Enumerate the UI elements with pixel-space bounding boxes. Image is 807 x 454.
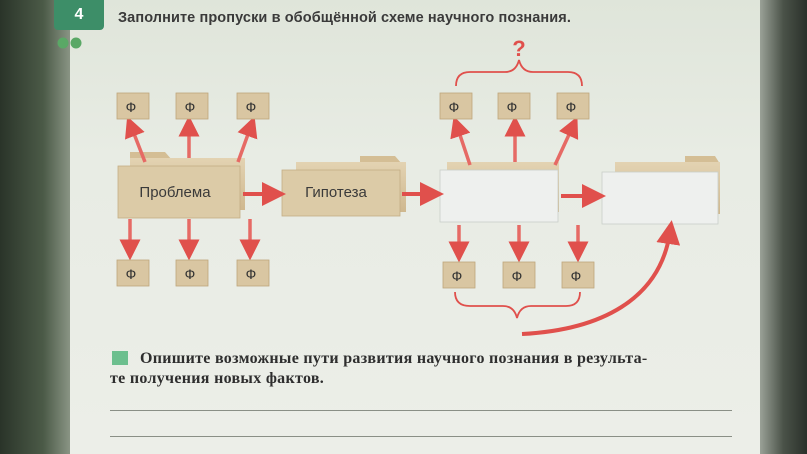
fact-folder: Ф: [175, 92, 209, 120]
question-mark: ?: [512, 36, 525, 61]
svg-text:Ф: Ф: [126, 266, 137, 282]
page-edge-shadow: [760, 0, 807, 454]
blank-box-2: [601, 156, 720, 225]
fact-folder: Ф: [116, 259, 150, 287]
arrow-problem-up-3: [236, 116, 258, 163]
svg-text:Ф: Ф: [185, 266, 196, 282]
svg-text:Ф: Ф: [246, 99, 257, 115]
fact-folder: Ф: [502, 261, 536, 289]
fact-folder: Ф: [236, 259, 270, 287]
hypothesis-box: Гипотеза: [281, 156, 406, 217]
hypothesis-label: Гипотеза: [305, 184, 367, 201]
svg-text:Ф: Ф: [566, 99, 577, 115]
svg-text:Ф: Ф: [246, 266, 257, 282]
fact-folder: Ф: [497, 92, 531, 120]
blank-box-1: [439, 162, 559, 223]
question-text: Опишите возможные пути развития научного…: [110, 349, 750, 389]
difficulty-circles-icon: [57, 37, 82, 49]
fact-folder: Ф: [175, 259, 209, 287]
svg-text:Ф: Ф: [452, 268, 463, 284]
arrow-blank-up-1: [450, 116, 472, 166]
svg-text:Ф: Ф: [512, 268, 523, 284]
task-number: 4: [74, 6, 84, 23]
task-number-badge: 4: [54, 0, 104, 30]
fact-folder: Ф: [442, 261, 476, 289]
svg-text:Ф: Ф: [507, 99, 518, 115]
problem-label: Проблема: [139, 184, 211, 201]
task-title: Заполните пропуски в обобщённой схеме на…: [118, 10, 571, 26]
fact-folder: Ф: [116, 92, 150, 120]
arrow-problem-up-1: [125, 116, 147, 163]
svg-text:Ф: Ф: [126, 99, 137, 115]
svg-text:Ф: Ф: [185, 99, 196, 115]
answer-line-1[interactable]: [110, 410, 732, 411]
answer-line-2[interactable]: [110, 436, 732, 437]
fact-folder: Ф: [561, 261, 595, 289]
fact-folder: Ф: [439, 92, 473, 120]
top-brace: [455, 59, 583, 87]
fact-folders: Ф Ф Ф Ф Ф Ф Ф Ф: [116, 92, 595, 289]
fact-folder: Ф: [236, 92, 270, 120]
curved-return-arrow: [521, 220, 681, 336]
question-line-1: Опишите возможные пути развития научного…: [140, 350, 648, 367]
svg-text:Ф: Ф: [571, 268, 582, 284]
question-line-2: те получения новых фактов.: [110, 370, 325, 387]
question-marker-icon: [112, 351, 128, 365]
bottom-brace: [454, 291, 581, 319]
arrow-blank-up-3: [553, 116, 579, 166]
textbook-page: [70, 0, 770, 454]
problem-box: Проблема: [117, 152, 245, 219]
svg-text:Ф: Ф: [449, 99, 460, 115]
fact-folder: Ф: [556, 92, 590, 120]
